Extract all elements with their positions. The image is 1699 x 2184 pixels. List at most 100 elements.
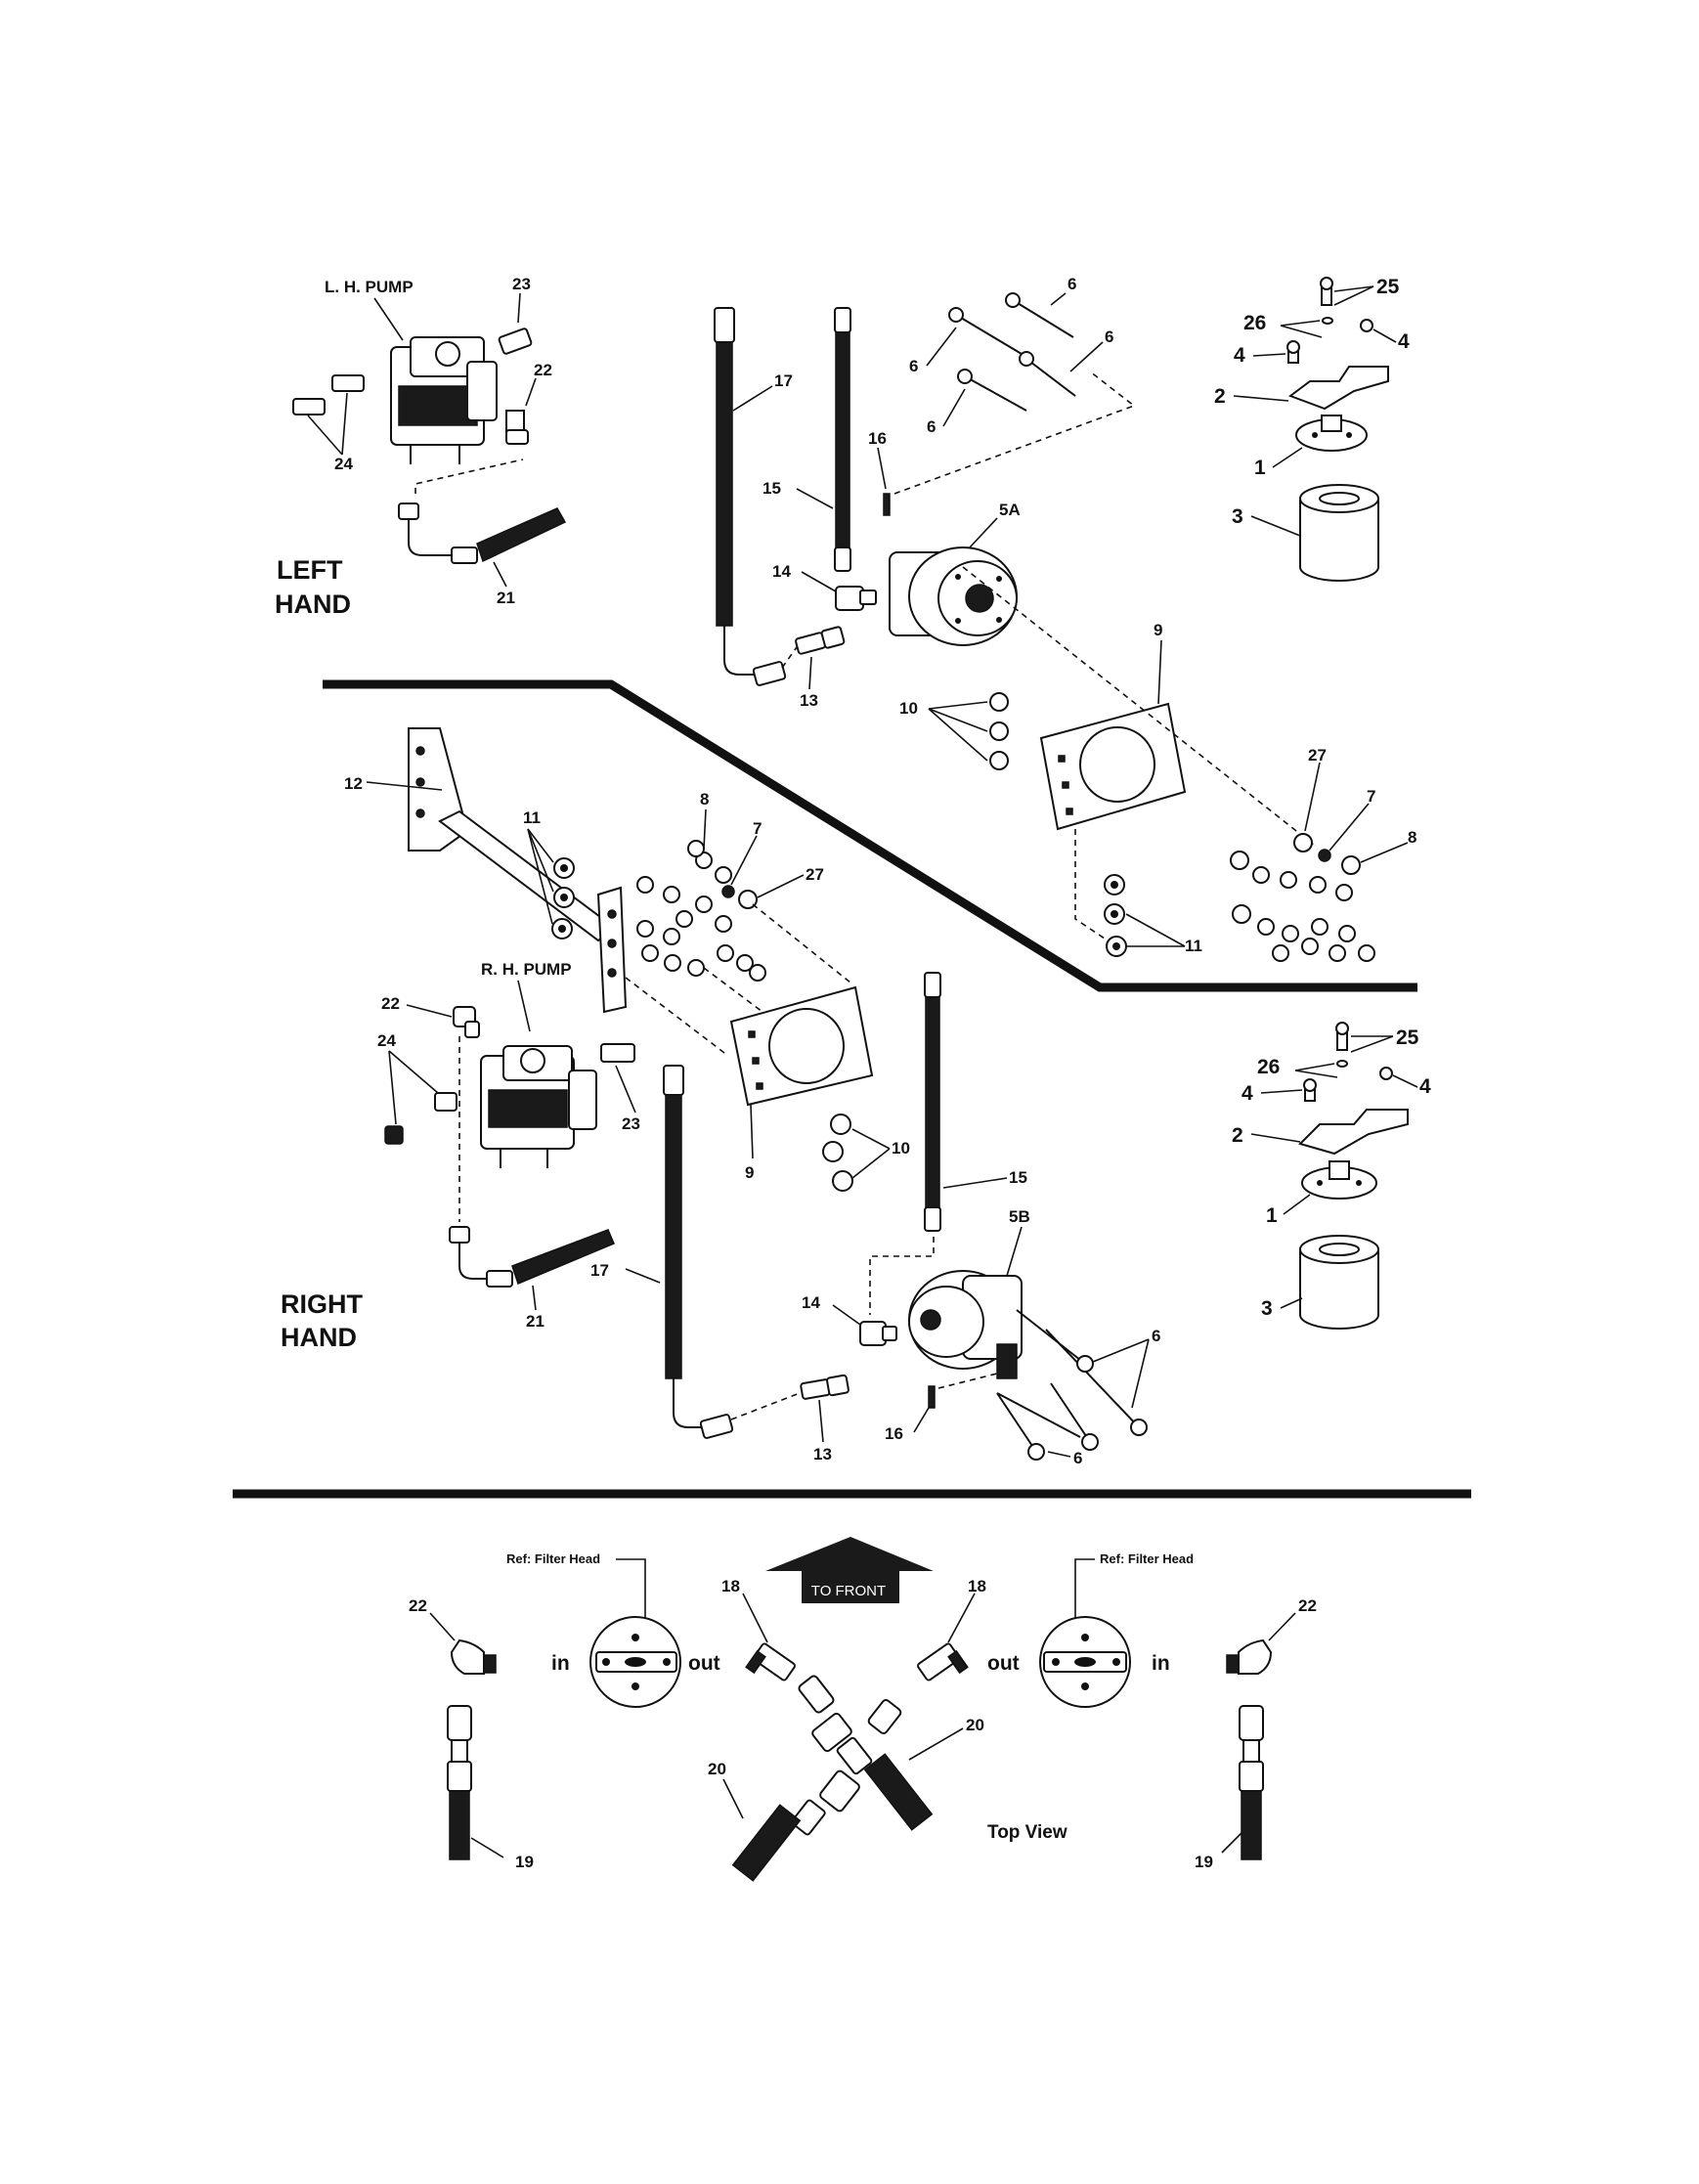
- callout-6-c: 6: [909, 357, 918, 375]
- bottom-hose-19-right: [1239, 1705, 1264, 1860]
- callout-17-upper: 17: [774, 371, 793, 390]
- hose-15-upper: [834, 307, 851, 572]
- callout-22-bottom-right: 22: [1298, 1596, 1317, 1615]
- out-label-left: out: [688, 1652, 720, 1675]
- callout-22-lh: 22: [534, 361, 552, 379]
- left-hand-pump: [390, 336, 498, 464]
- callout-11-upper: 11: [1185, 937, 1202, 955]
- bottom-hose-20-left: [731, 1699, 902, 1882]
- filter-assembly-lower: [1298, 1022, 1409, 1330]
- wheel-motor-5a: [889, 546, 1018, 646]
- callout-13-upper: 13: [800, 691, 818, 710]
- nuts-11-lower: [551, 857, 575, 939]
- lh-hose-21: [398, 459, 567, 564]
- callout-7-upper: 7: [1367, 787, 1375, 806]
- callout-22-bottom-left: 22: [409, 1596, 427, 1615]
- callout-22-rh: 22: [381, 994, 400, 1013]
- lh-fitting-23: [498, 292, 533, 355]
- callout-20-right: 20: [966, 1716, 984, 1734]
- callout-1-lower: 1: [1266, 1204, 1278, 1227]
- rh-fittings-24: [384, 1092, 457, 1145]
- top-view-label: Top View: [987, 1822, 1067, 1843]
- callout-5b: 5B: [1009, 1207, 1030, 1226]
- callout-18-right: 18: [968, 1577, 986, 1595]
- callout-10-lower: 10: [892, 1139, 910, 1158]
- out-label-right: out: [987, 1652, 1020, 1675]
- callout-8-lower: 8: [700, 790, 709, 808]
- callout-11-lower: 11: [523, 808, 541, 827]
- callout-24-lh: 24: [334, 455, 353, 473]
- nuts-11-upper: [1104, 874, 1127, 957]
- bottom-fitting-18-right: [917, 1642, 969, 1682]
- callout-13-lower: 13: [813, 1445, 832, 1463]
- rh-elbow-22: [453, 1006, 480, 1038]
- right-hand-label-line1: RIGHT: [281, 1289, 364, 1319]
- callout-6-lower-b: 6: [1073, 1449, 1082, 1467]
- callout-9-upper: 9: [1154, 621, 1162, 639]
- callout-6-b: 6: [1105, 328, 1113, 346]
- callout-16-lower: 16: [885, 1424, 903, 1443]
- rh-hose-21: [449, 1226, 615, 1288]
- bottom-elbow-22-right: [1226, 1638, 1273, 1675]
- callout-2-lower: 2: [1232, 1124, 1243, 1147]
- callout-17-lower: 17: [590, 1261, 609, 1280]
- callout-25-upper: 25: [1376, 276, 1400, 298]
- rh-pump-label: R. H. PUMP: [481, 960, 572, 979]
- callout-5a: 5A: [999, 501, 1021, 519]
- callout-14-upper: 14: [772, 562, 791, 581]
- callout-4-lower-left: 4: [1242, 1082, 1253, 1105]
- callout-26-upper: 26: [1243, 312, 1266, 334]
- callout-16-upper: 16: [868, 429, 887, 448]
- hardware-grid-upper-right: [1230, 833, 1375, 962]
- lh-elbow-22: [505, 377, 537, 445]
- callout-23-rh: 23: [622, 1114, 640, 1133]
- callout-23-lh: 23: [512, 275, 531, 293]
- left-hand-label-line2: HAND: [275, 590, 351, 619]
- fitting-13-lower: [800, 1374, 850, 1400]
- callout-10-upper: 10: [899, 699, 918, 718]
- elbow-14-lower: [859, 1321, 897, 1346]
- callout-15-upper: 15: [762, 479, 781, 498]
- hardware-grid-lower: [636, 840, 766, 982]
- bolts-10-lower: [822, 1114, 853, 1192]
- section-divider-upper: [323, 679, 1417, 992]
- callout-21-rh: 21: [526, 1312, 545, 1331]
- callout-27-lower: 27: [806, 865, 824, 884]
- lh-pump-label: L. H. PUMP: [325, 278, 414, 296]
- filter-assembly-upper: [1286, 277, 1389, 582]
- elbow-14-upper: [835, 586, 877, 611]
- callout-2-upper: 2: [1214, 385, 1226, 408]
- callout-21-lh: 21: [497, 589, 515, 607]
- callout-8-upper: 8: [1408, 828, 1416, 847]
- hose-17-lower: [663, 1065, 734, 1439]
- callout-27-upper: 27: [1308, 746, 1327, 764]
- hose-15-lower: [924, 972, 941, 1232]
- callout-14-lower: 14: [802, 1293, 820, 1312]
- filter-head-left: [589, 1616, 681, 1708]
- right-hand-label-line2: HAND: [281, 1323, 357, 1352]
- mounting-plate-9-lower: [729, 985, 874, 1107]
- right-hand-pump: [480, 1045, 597, 1168]
- callout-12: 12: [344, 774, 363, 793]
- callout-6-lower-a: 6: [1152, 1327, 1160, 1345]
- bolts-10-upper: [989, 692, 1009, 770]
- callout-1-upper: 1: [1254, 457, 1266, 479]
- callout-24-rh: 24: [377, 1031, 396, 1050]
- to-front-label: TO FRONT: [811, 1583, 886, 1599]
- callout-4-upper-right: 4: [1398, 330, 1410, 353]
- callout-4-upper-left: 4: [1234, 344, 1245, 367]
- callout-18-left: 18: [721, 1577, 740, 1595]
- callout-6-d: 6: [927, 417, 936, 436]
- wheel-motor-5b: [908, 1270, 1023, 1379]
- bolts-6-upper: [948, 292, 1076, 412]
- callout-6-a: 6: [1067, 275, 1076, 293]
- callout-25-lower: 25: [1396, 1026, 1419, 1049]
- callout-19-left: 19: [515, 1853, 534, 1871]
- callout-7-lower: 7: [753, 819, 762, 838]
- left-hand-label-line1: LEFT: [277, 555, 343, 585]
- in-label-left: in: [551, 1652, 570, 1675]
- bottom-hose-20-right: [798, 1675, 934, 1831]
- bottom-elbow-22-left: [450, 1638, 497, 1675]
- bottom-hose-19-left: [447, 1705, 472, 1860]
